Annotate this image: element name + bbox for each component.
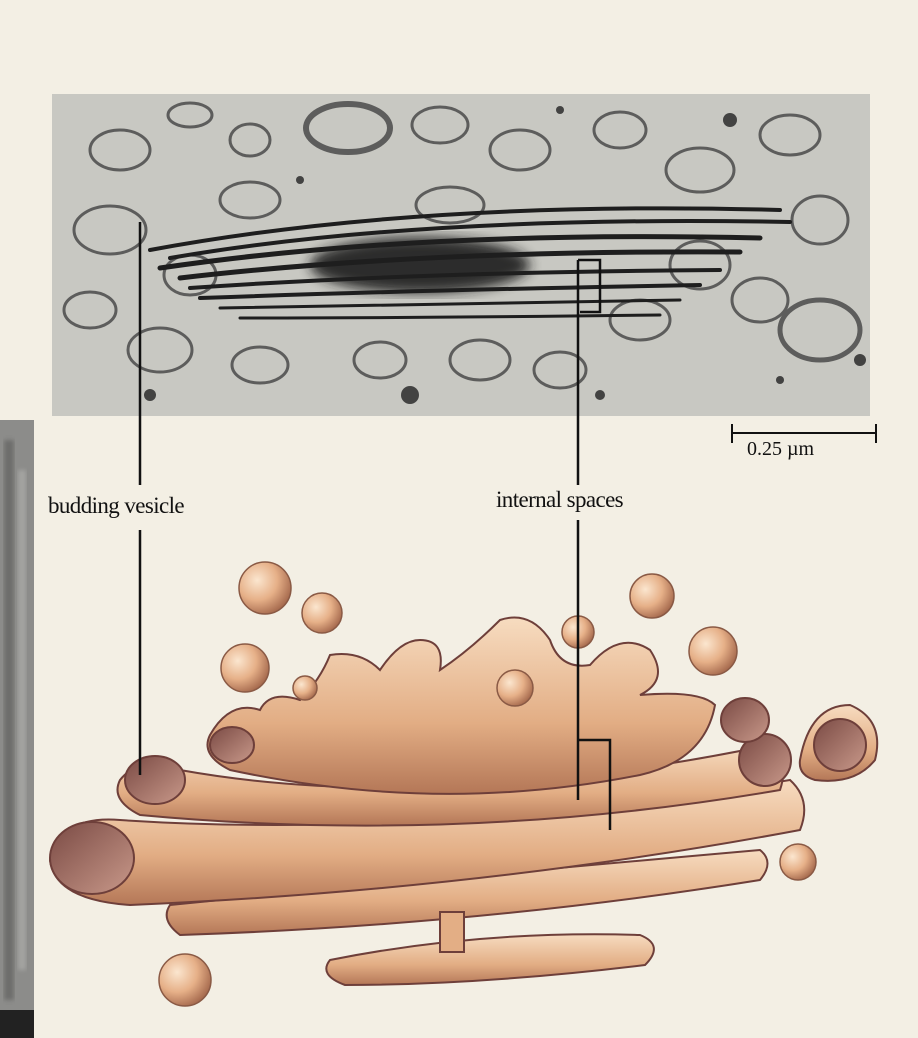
label-budding-vesicle: budding vesicle [48, 493, 184, 519]
label-internal-spaces: internal spaces [496, 487, 623, 513]
left-micrograph-strip [0, 420, 34, 1038]
electron-micrograph [52, 94, 870, 416]
scale-bar-label: 0.25 µm [747, 438, 814, 461]
